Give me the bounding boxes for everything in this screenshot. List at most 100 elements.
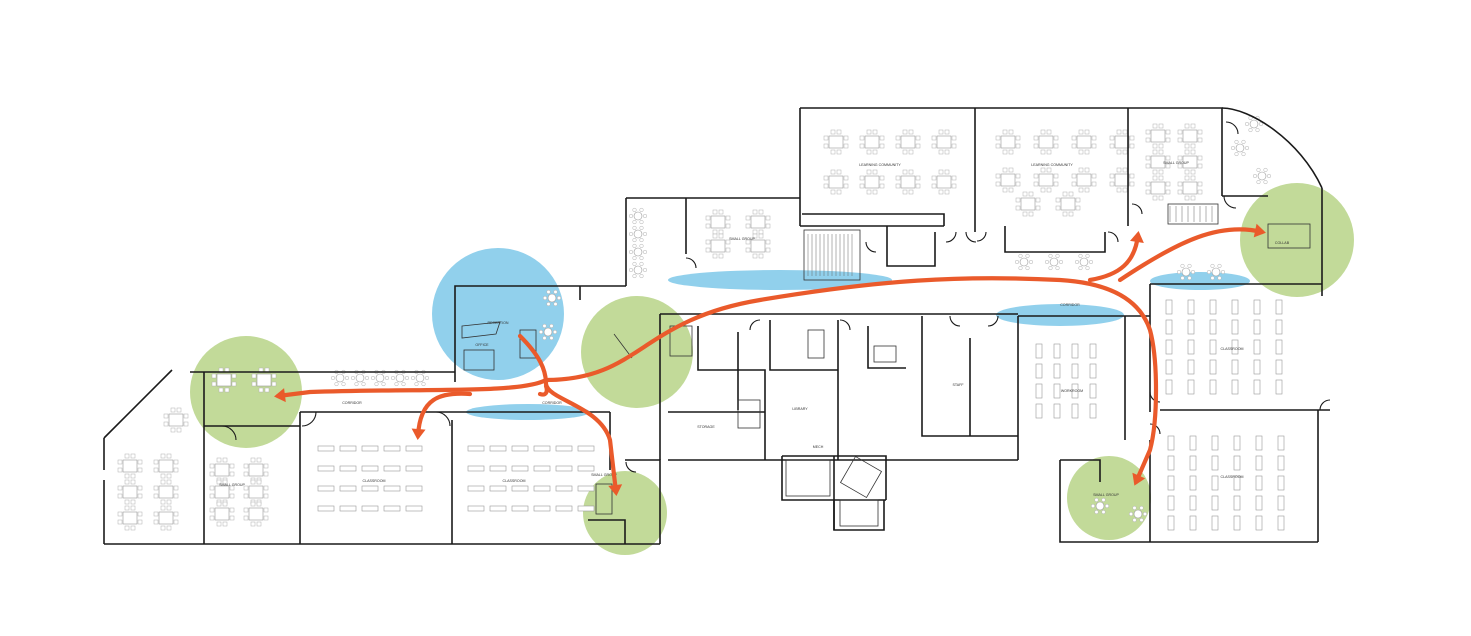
chair [1197,163,1203,169]
chair [414,382,419,387]
chair [1176,269,1182,275]
table-cluster [1076,135,1092,149]
chair [271,373,277,379]
chair [250,479,256,485]
chair [137,467,143,473]
chair [160,499,166,505]
chair [1015,205,1021,211]
chair [642,213,648,219]
chair [542,336,547,341]
chair [705,215,711,221]
table-cluster [158,485,174,499]
chair [224,387,230,393]
label-mech: MECH [813,445,824,449]
chair [1145,137,1151,143]
desk [1253,319,1261,335]
chair [745,215,751,221]
chair [951,143,957,149]
chair [1078,167,1084,173]
chair [250,521,256,527]
chair [1040,167,1046,173]
chair [1109,173,1115,179]
chair [1040,149,1046,155]
chair [1158,149,1164,155]
circulation-arrow-spur [537,383,549,397]
chair [1129,143,1135,149]
table-cluster [1000,135,1016,149]
arrowhead [411,428,426,440]
chair [931,135,937,141]
chair [1197,129,1203,135]
chair [361,382,366,387]
chair [1078,253,1083,258]
chair [1197,155,1203,161]
label-west-4: SMALL GROUP [591,473,617,477]
chair [166,525,172,531]
round-table [1211,267,1221,277]
chair [1132,518,1137,523]
chair [866,189,872,195]
chair [995,143,1001,149]
desk [1189,455,1197,471]
round-table [1049,257,1059,267]
table-cluster [1060,197,1076,211]
circulation-arrows [275,227,1265,495]
chair [1075,197,1081,203]
desk [489,505,507,512]
chair [752,229,758,235]
chair [250,501,256,507]
chair [1002,129,1008,135]
label-east-2: CLASSROOM [1221,475,1244,479]
table-cluster [1182,129,1198,143]
round-table [355,373,365,383]
desk [317,465,335,472]
chair [1015,143,1021,149]
chair [1197,181,1203,187]
chair [632,225,637,230]
chair [251,373,257,379]
label-storage: STORAGE [697,425,715,429]
chair [117,467,123,473]
desk [1053,403,1061,419]
chair [130,499,136,505]
chair [209,471,215,477]
desk [1231,319,1239,335]
chair [1071,143,1077,149]
chair [639,256,644,261]
desk [1167,515,1175,531]
chair [758,209,764,215]
label-corridor-2: CORRIDOR [542,401,562,405]
chair [995,181,1001,187]
chair [1044,259,1050,265]
chair [1128,511,1134,517]
chair [1071,181,1077,187]
label-entry: RECEPTION [488,321,509,325]
chair [908,169,914,175]
gathering-zone-west-entry [432,248,564,380]
chair [1048,253,1053,258]
chair [712,229,718,235]
desk [1277,435,1285,451]
chair [229,463,235,469]
circulation-arrow-north-branch [1087,232,1141,283]
chair [639,243,644,248]
chair [1028,191,1034,197]
desk [1089,383,1097,399]
chair [836,189,842,195]
social-zone-north-east [1240,183,1354,297]
desk [1165,379,1173,395]
label-east-3: SMALL GROUP [1093,493,1119,497]
chair [401,382,406,387]
chair [1053,181,1059,187]
chair [725,239,731,245]
chair [1035,205,1041,211]
chair [176,427,182,433]
round-table [1181,267,1191,277]
desk [1275,319,1283,335]
chair [1217,276,1222,281]
chair [1055,205,1061,211]
chair [1197,137,1203,143]
chair [1022,211,1028,217]
chair [218,387,224,393]
desk [1255,495,1263,511]
